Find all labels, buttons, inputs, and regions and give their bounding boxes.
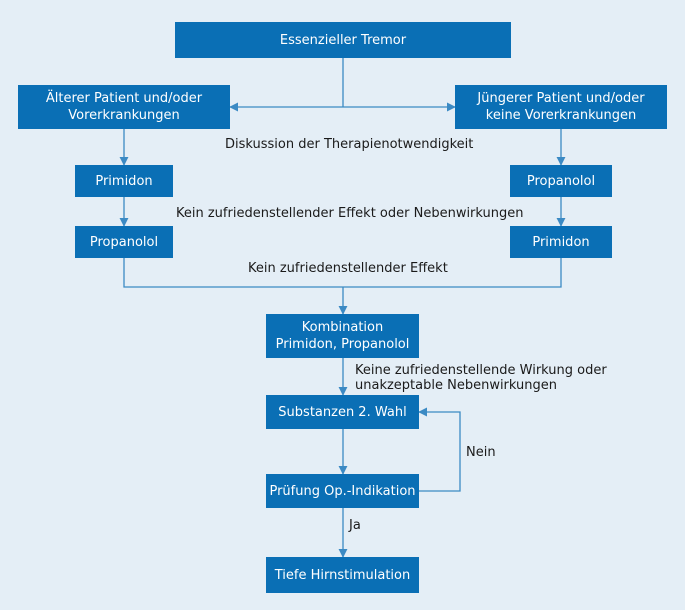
left-primidon-node: Primidon [75, 165, 173, 197]
combo-fail-label-line-1: Keine zufriedenstellende Wirkung oder [355, 363, 607, 378]
op-check-label: Prüfung Op.-Indikation [269, 483, 416, 499]
left-primidon-label: Primidon [95, 173, 153, 189]
left-propanolol-node: Propanolol [75, 226, 173, 258]
right-patient-node: Jüngerer Patient und/oder keine Vorerkra… [455, 85, 667, 129]
left-patient-node: Älterer Patient und/oder Vorerkrankungen [18, 85, 230, 129]
edge-nein-loop [417, 407, 461, 492]
dbs-label: Tiefe Hirnstimulation [274, 567, 411, 583]
no-effect-or-side-label: Kein zufriedenstellender Effekt oder Neb… [176, 206, 524, 221]
left-propanolol-label: Propanolol [89, 234, 159, 250]
right-primidon-node: Primidon [510, 226, 612, 258]
ja-label: Ja [349, 518, 361, 533]
start-node-label: Essenzieller Tremor [279, 32, 407, 48]
second-choice-node: Substanzen 2. Wahl [266, 395, 419, 429]
right-propanolol-node: Propanolol [510, 165, 612, 197]
combination-node: Kombination Primidon, Propanolol [266, 314, 419, 358]
combination-line-2: Primidon, Propanolol [275, 337, 410, 352]
op-check-node: Prüfung Op.-Indikation [266, 474, 419, 508]
right-propanolol-label: Propanolol [526, 173, 596, 189]
right-primidon-label: Primidon [532, 234, 590, 250]
combo-fail-label-line-2: unakzeptable Nebenwirkungen [355, 378, 558, 393]
right-patient-line-1: Jüngerer Patient und/oder [477, 91, 645, 106]
right-patient-line-2: keine Vorerkrankungen [485, 108, 637, 123]
start-node: Essenzieller Tremor [175, 22, 511, 58]
dbs-node: Tiefe Hirnstimulation [266, 557, 419, 593]
discussion-label: Diskussion der Therapienotwendigkeit [225, 137, 474, 152]
left-patient-line-1: Älterer Patient und/oder [45, 91, 203, 106]
second-choice-label: Substanzen 2. Wahl [278, 404, 407, 420]
nein-label: Nein [466, 445, 496, 460]
combination-line-1: Kombination [301, 320, 384, 335]
left-patient-line-2: Vorerkrankungen [68, 108, 180, 123]
no-effect-label: Kein zufriedenstellender Effekt [248, 261, 448, 276]
